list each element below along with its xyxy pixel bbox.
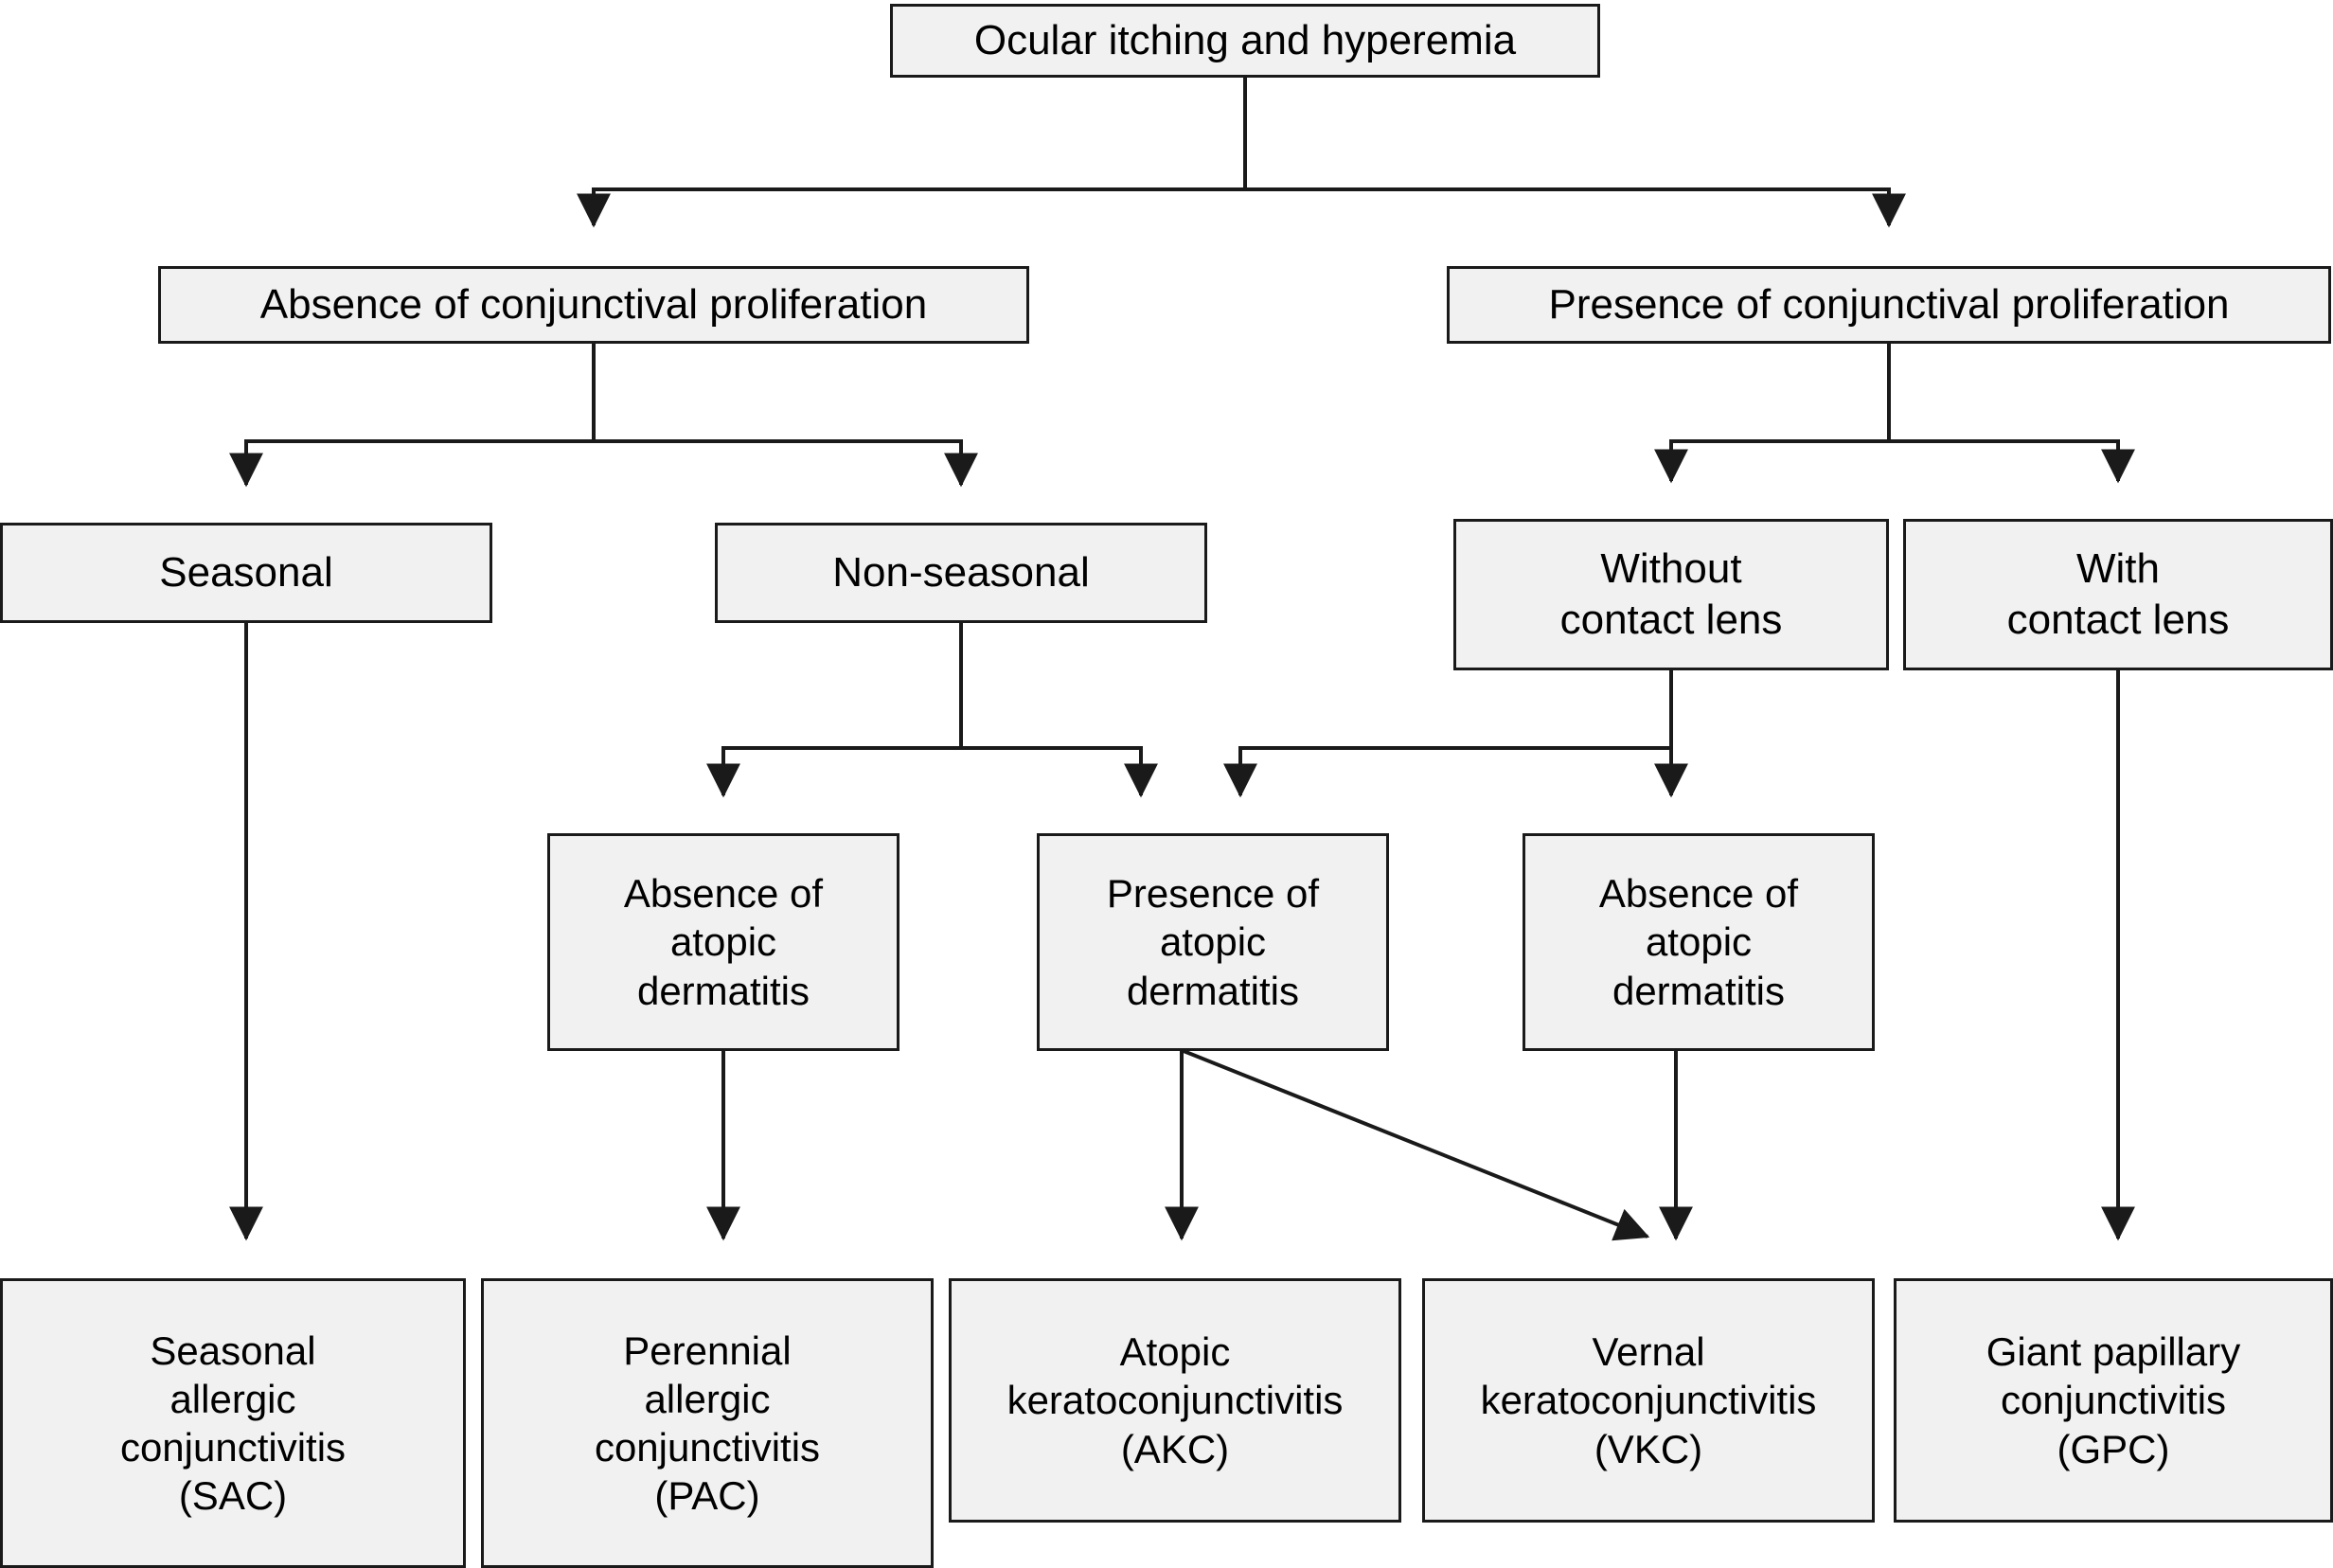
edge-presence-cp-to-with-cl [1889, 439, 2135, 484]
edge-nonseasonal-to-presence-ad [961, 746, 1158, 798]
node-seasonal-allergic-conjunctivitis[interactable]: Seasonal allergic conjunctivitis (SAC) [0, 1278, 466, 1568]
node-presence-of-atopic-dermatitis[interactable]: Presence of atopic dermatitis [1037, 833, 1389, 1051]
node-non-seasonal[interactable]: Non-seasonal [715, 523, 1207, 623]
node-atopic-keratoconjunctivitis[interactable]: Atopic keratoconjunctivitis (AKC) [949, 1278, 1401, 1523]
node-without-contact-lens[interactable]: Without contact lens [1453, 519, 1889, 670]
node-absence-of-atopic-dermatitis-2[interactable]: Absence of atopic dermatitis [1523, 833, 1875, 1051]
edge-without-cl-to-presence-ad [1223, 670, 1673, 798]
edge-presence-cp-to-without-cl [1654, 344, 1891, 484]
node-presence-of-conjunctival-proliferation[interactable]: Presence of conjunctival proliferation [1447, 266, 2331, 344]
edge-nonseasonal-to-absence-ad [706, 623, 963, 798]
node-perennial-allergic-conjunctivitis[interactable]: Perennial allergic conjunctivitis (PAC) [481, 1278, 934, 1568]
edge-absence-cp-to-nonseasonal [594, 439, 978, 488]
node-seasonal[interactable]: Seasonal [0, 523, 492, 623]
node-with-contact-lens[interactable]: With contact lens [1903, 519, 2333, 670]
edge-root-to-presence-cp [1245, 187, 1906, 228]
node-absence-of-atopic-dermatitis-1[interactable]: Absence of atopic dermatitis [547, 833, 899, 1051]
edge-presence-ad-to-vkc [1183, 1049, 1650, 1241]
edge-root-to-absence-cp [577, 78, 1247, 228]
node-absence-of-conjunctival-proliferation[interactable]: Absence of conjunctival proliferation [158, 266, 1029, 344]
edge-absence-cp-to-seasonal [229, 344, 596, 488]
node-vernal-keratoconjunctivitis[interactable]: Vernal keratoconjunctivitis (VKC) [1422, 1278, 1875, 1523]
node-giant-papillary-conjunctivitis[interactable]: Giant papillary conjunctivitis (GPC) [1894, 1278, 2333, 1523]
node-ocular-itching-and-hyperemia[interactable]: Ocular itching and hyperemia [890, 4, 1600, 78]
